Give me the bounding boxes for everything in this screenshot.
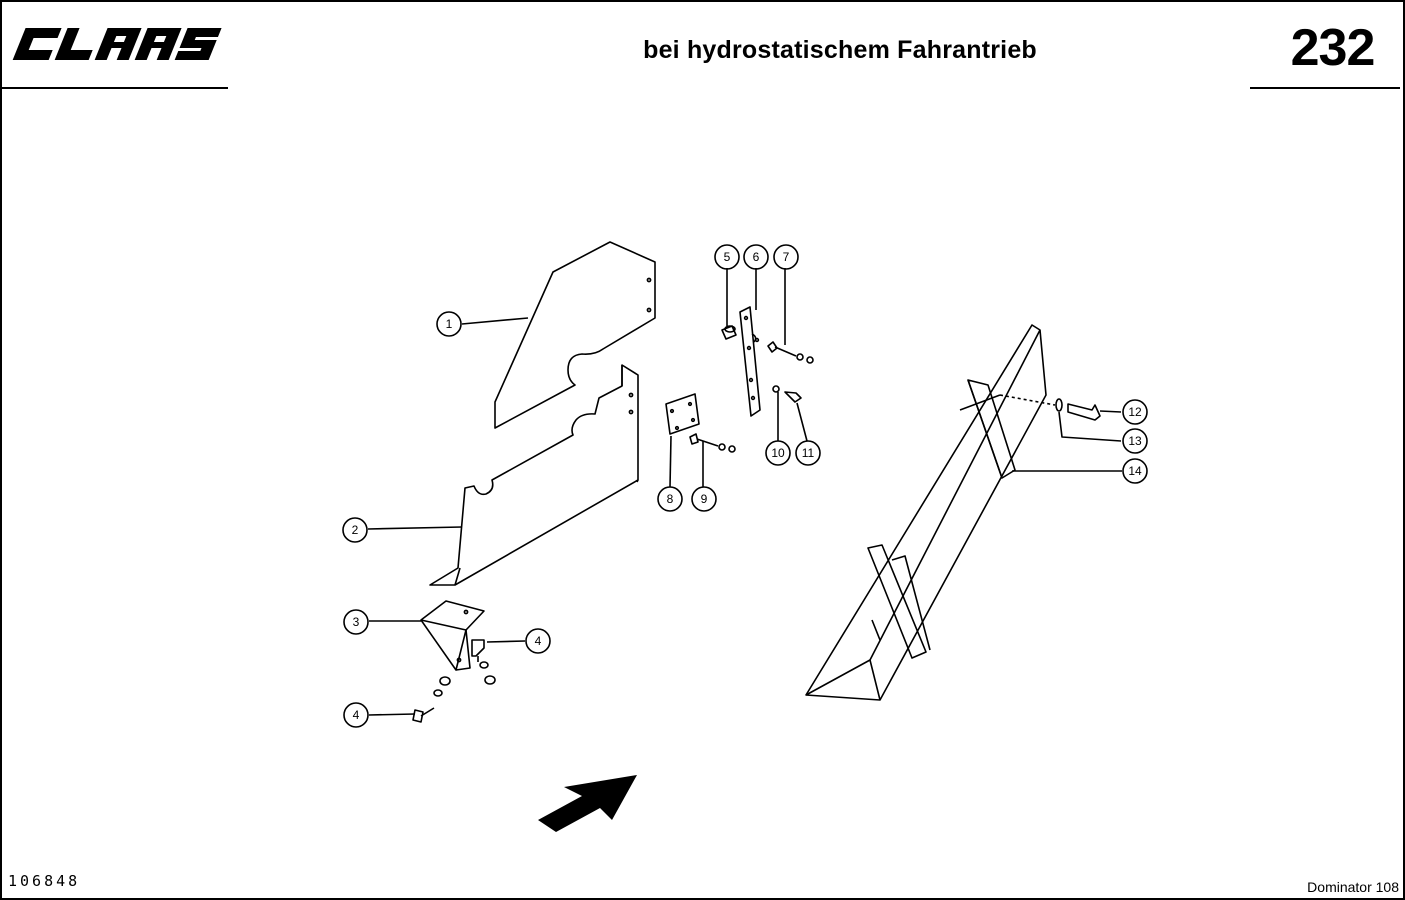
part-2-panel (429, 364, 639, 586)
header-rule-left (2, 87, 228, 89)
callout-14: 14 (1128, 464, 1142, 478)
callout-6: 6 (753, 250, 760, 264)
callout-4b: 4 (353, 708, 360, 722)
callout-11: 11 (802, 446, 815, 460)
callout-13: 13 (1128, 434, 1142, 448)
part-5-bush (721, 325, 737, 340)
page-title: bei hydrostatischem Fahrantrieb (643, 36, 1037, 64)
travel-direction-arrow (538, 775, 637, 832)
header-rule-right (1250, 87, 1400, 89)
document-number: 106848 (8, 872, 81, 890)
model-name: Dominator 108 (1307, 879, 1399, 895)
part-6-strip (739, 306, 761, 417)
callout-9: 9 (701, 492, 708, 506)
callout-4a: 4 (535, 634, 542, 648)
claas-logo (12, 28, 222, 60)
callout-3: 3 (353, 615, 360, 629)
part-1-panel (494, 241, 656, 429)
part-14-guard (805, 324, 1047, 701)
part-3-bracket (420, 600, 485, 631)
callout-8: 8 (667, 492, 674, 506)
callout-2: 2 (352, 523, 359, 537)
page-number: 232 (1290, 19, 1376, 77)
part-8-plate (665, 393, 700, 435)
callout-10: 10 (771, 446, 785, 460)
callout-12: 12 (1128, 405, 1142, 419)
callout-5: 5 (724, 250, 731, 264)
callout-1: 1 (446, 317, 453, 331)
callout-7: 7 (783, 250, 790, 264)
